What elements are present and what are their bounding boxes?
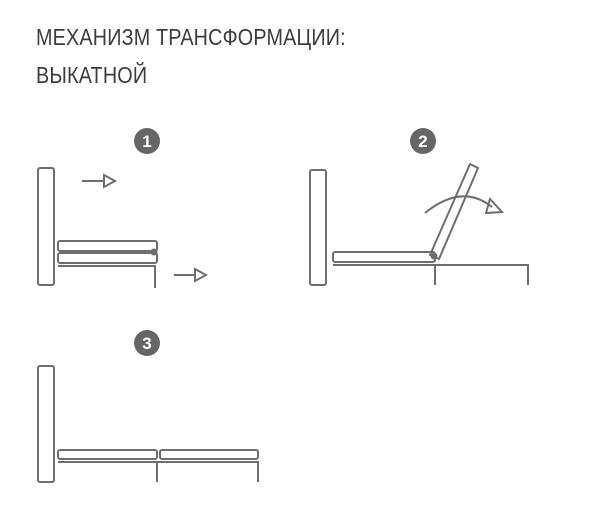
sofa-frame [58,461,259,482]
sofa-frame [58,265,156,288]
step-3-number: 3 [142,334,151,353]
page-title: МЕХАНИЗМ ТРАНСФОРМАЦИИ: ВЫКАТНОЙ [36,18,346,94]
upper-cushion [57,240,158,252]
arrow-right-icon [174,267,209,283]
arrow-right-icon [82,173,118,189]
lower-cushion [57,252,158,264]
hinge-icon [430,252,438,260]
sofa-back [37,167,55,286]
sofa-frame [333,264,529,285]
step-1-badge [134,128,160,154]
step-2-badge [410,128,436,154]
hinge-icon [150,248,158,256]
seat-cushion [332,251,436,263]
title-line-2: ВЫКАТНОЙ [36,62,148,88]
seat-cushion [57,449,158,460]
step-3-badge [134,330,160,356]
step-2: 2 [309,128,529,286]
sofa-back [309,169,327,286]
sofa-back [37,365,55,483]
step-1: 1 [37,128,209,288]
step-3: 3 [37,330,259,483]
rotate-arrow-icon [424,195,505,215]
title-line-1: МЕХАНИЗМ ТРАНСФОРМАЦИИ: [36,24,346,50]
step-1-number: 1 [142,132,151,151]
raised-cushion [429,163,479,260]
extended-cushion [159,449,259,460]
step-2-number: 2 [418,132,427,151]
